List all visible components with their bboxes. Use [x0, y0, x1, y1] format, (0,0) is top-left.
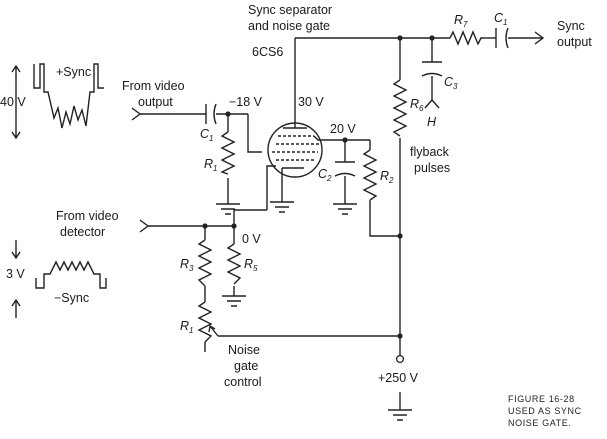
junction-dot: [225, 111, 231, 117]
h-arrow: [424, 98, 440, 109]
plus-sync-wave: [33, 63, 104, 129]
v0-label: 0 V: [242, 232, 261, 246]
resistor-r3: [197, 239, 213, 287]
sync-output-label-1: Sync: [557, 19, 585, 33]
wires: [131, 31, 545, 410]
resistors: [197, 30, 484, 343]
caption-line-2: USED AS SYNC: [508, 406, 582, 416]
resistor-r1: [220, 131, 236, 175]
junction-dot: [397, 333, 403, 339]
capacitor-c3-plate-b: [421, 72, 443, 77]
noise-gate-label-2: gate: [234, 359, 258, 373]
v3-label: 3 V: [6, 267, 25, 281]
flyback-label-1: flyback: [410, 145, 450, 159]
v3-dimension-arrow: [11, 240, 21, 318]
noise-gate-label-1: Noise: [228, 343, 260, 357]
vacuum-tube-6cs6: [267, 122, 323, 178]
from-video-output-label-1: From video: [122, 79, 185, 93]
r3-designator: R3: [180, 257, 194, 273]
c3-designator: C3: [444, 75, 458, 91]
resistor-r5: [226, 243, 242, 285]
c2-designator: C2: [318, 167, 332, 183]
waveform-minus-sync: [11, 240, 107, 318]
figure-caption: FIGURE 16-28 USED AS SYNC NOISE GATE.: [508, 394, 582, 428]
r5-designator: R5: [244, 257, 258, 273]
video-output-arrow: [131, 107, 142, 121]
noise-gate-label-3: control: [224, 375, 262, 389]
capacitor-cout-plate-b: [505, 27, 509, 49]
junction-dot: [397, 233, 403, 239]
ground-symbol: [270, 201, 294, 213]
ground-symbol: [216, 203, 240, 215]
tube-cathode: [281, 167, 304, 172]
r2-designator: R2: [380, 169, 394, 185]
title-line-2: and noise gate: [248, 19, 330, 33]
minus-18v-label: −18 V: [229, 95, 263, 109]
video-detector-arrow: [139, 219, 150, 233]
caption-line-3: NOISE GATE.: [508, 418, 571, 428]
tube-type-label: 6CS6: [252, 45, 283, 59]
plus-sync-label: +Sync: [56, 65, 91, 79]
labels: Sync separator and noise gate 6CS6 Sync …: [0, 3, 592, 389]
h-label: H: [427, 115, 437, 129]
ground-symbol: [222, 295, 246, 307]
junction-dot: [342, 137, 348, 143]
r6-designator: R6: [410, 97, 424, 113]
from-video-output-label-2: output: [138, 95, 173, 109]
pot-wiper: [209, 325, 219, 337]
supply-terminal: [395, 354, 405, 364]
capacitor-c1-plate-b: [213, 103, 217, 125]
junction-dot: [231, 223, 237, 229]
gate-link-wire: [233, 209, 267, 226]
tube-envelope: [267, 122, 323, 178]
tube-screen-tap: [313, 135, 322, 141]
v40-dimension-arrow: [11, 64, 21, 140]
junction-dot: [397, 35, 403, 41]
grid-lead-wire: [247, 114, 262, 153]
capacitors: [205, 27, 509, 177]
pot-wiper-arrow: [208, 324, 216, 333]
resistor-r2: [362, 149, 378, 201]
from-video-detector-label-2: detector: [60, 225, 105, 239]
r2-bottom-wire: [369, 200, 400, 237]
r1-designator: R1: [204, 157, 217, 173]
resistor-r6: [392, 79, 408, 137]
minus-sync-label: −Sync: [54, 291, 89, 305]
potentiometer-r1: [197, 301, 213, 343]
ground-symbol: [388, 409, 412, 421]
c1-designator: C1: [200, 127, 213, 143]
junction-dot: [429, 35, 435, 41]
r7-designator: R7: [454, 13, 468, 29]
title-line-1: Sync separator: [248, 3, 332, 17]
caption-line-1: FIGURE 16-28: [508, 394, 575, 404]
gate-grid-lead: [266, 165, 276, 210]
capacitor-c2-plate-b: [334, 172, 356, 177]
junction-dot: [202, 223, 208, 229]
component-designators: C1 R1 C2 R2 R3 R5 R6 R7 C3 C1 R1: [180, 11, 507, 335]
grounds: [216, 201, 412, 421]
supply-voltage-label: +250 V: [378, 371, 419, 385]
r1-pot-designator: R1: [180, 319, 193, 335]
cout-designator: C1: [494, 11, 507, 27]
junctions: [202, 35, 435, 364]
ground-symbol: [333, 203, 357, 215]
v40-label: 40 V: [0, 95, 26, 109]
flyback-label-2: pulses: [414, 161, 450, 175]
output-arrow: [534, 31, 545, 45]
v30-label: 30 V: [298, 95, 324, 109]
sync-output-label-2: output: [557, 35, 592, 49]
v20-label: 20 V: [330, 122, 356, 136]
resistor-r7: [449, 30, 484, 46]
minus-sync-wave: [35, 260, 107, 289]
from-video-detector-label-1: From video: [56, 209, 119, 223]
waveform-plus-sync: [11, 63, 104, 140]
